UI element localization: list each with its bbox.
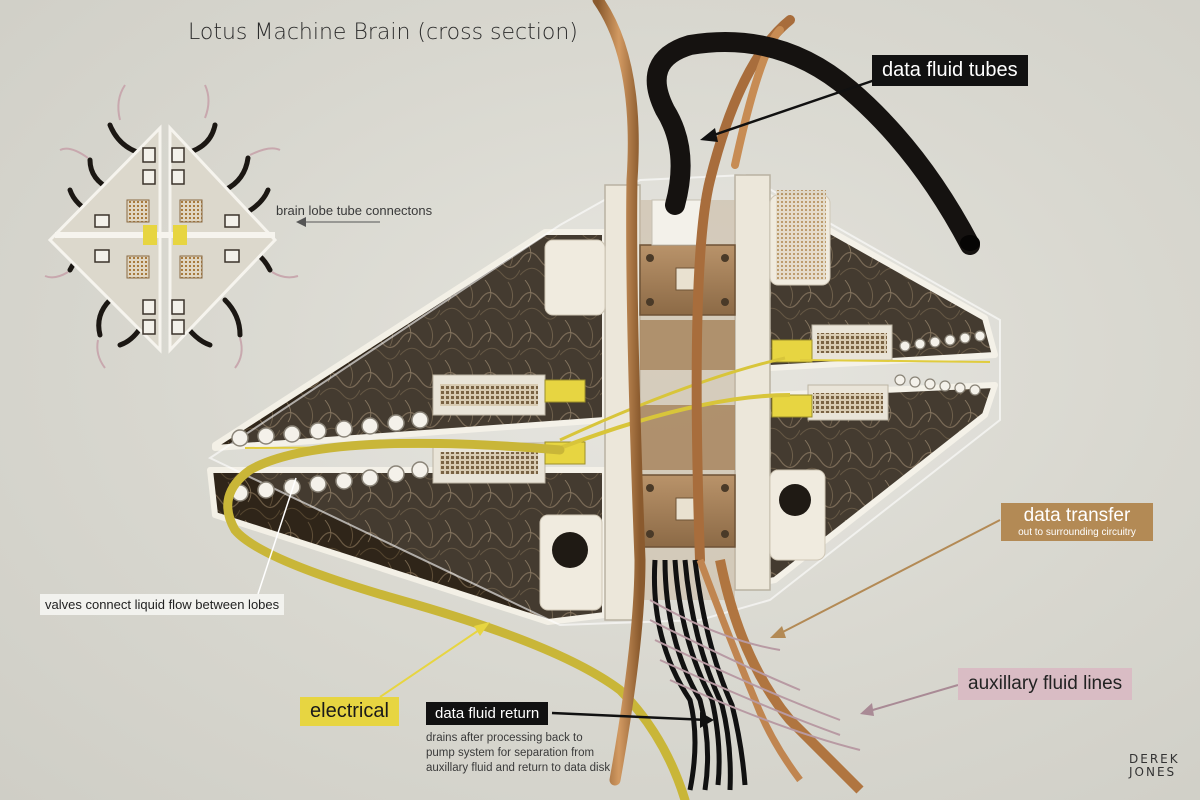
artist-signature: DEREK JONES: [1129, 752, 1180, 780]
label-data-fluid-tubes: data fluid tubes: [872, 55, 1028, 86]
bottom-tubes: [649, 558, 864, 794]
label-electrical: electrical: [300, 697, 399, 726]
top-tubes: [592, 0, 980, 786]
label-data-fluid-return: data fluid return: [426, 702, 549, 725]
label-auxiliary-fluid-lines: auxillary fluid lines: [958, 668, 1133, 700]
label-data-transfer: data transfer out to surrounding circuit…: [1001, 503, 1153, 541]
leader-lines: [257, 78, 1001, 728]
label-data-transfer-title: data transfer: [1023, 505, 1131, 526]
label-data-fluid-return-note: drains after processing back to pump sys…: [426, 732, 611, 774]
signature-line-2: JONES: [1129, 765, 1177, 780]
label-valves: valves connect liquid flow between lobes: [40, 594, 285, 615]
label-brain-lobe-connections: brain lobe tube connectons: [276, 203, 433, 218]
diagram-title: Lotus Machine Brain (cross section): [188, 20, 578, 45]
label-data-transfer-sub: out to surrounding circuitry: [1018, 527, 1136, 538]
lobe-top-view-inset: [44, 84, 299, 369]
signature-line-1: DEREK: [1129, 752, 1180, 766]
